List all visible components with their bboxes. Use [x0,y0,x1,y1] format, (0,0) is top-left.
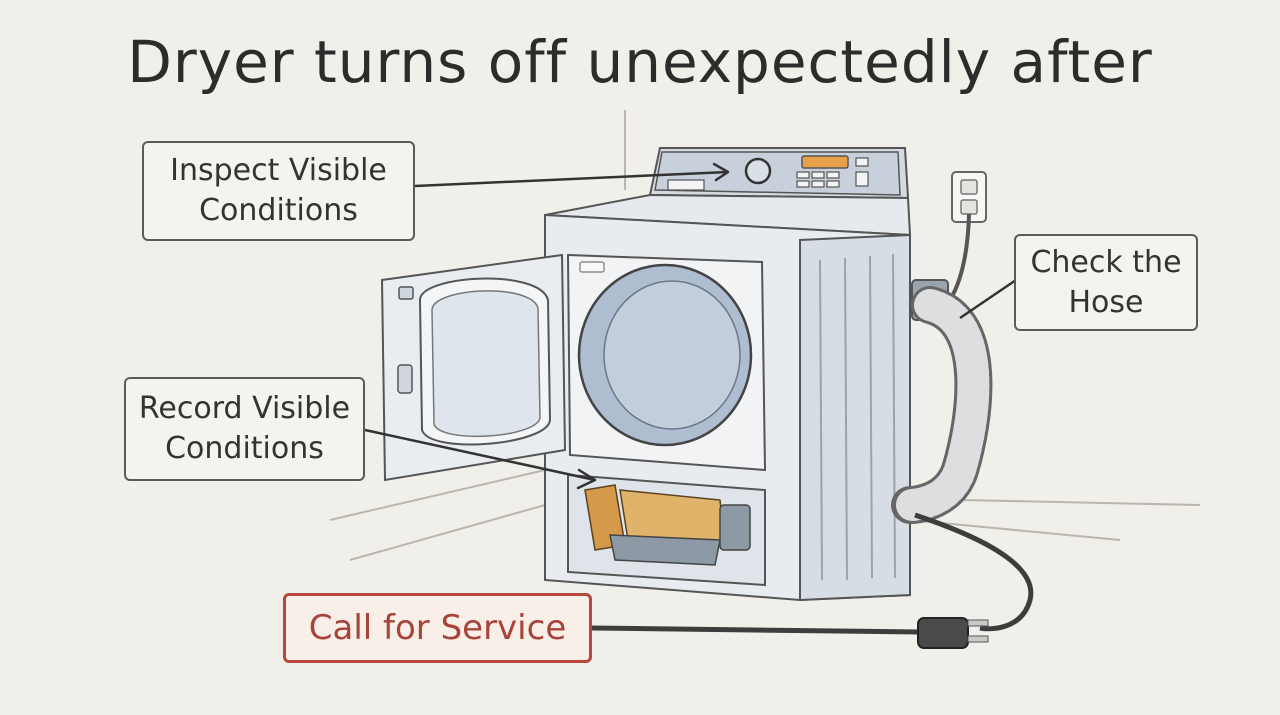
callout-line: Record Visible [138,391,351,426]
heater-access-panel [567,473,766,587]
callout-line: Conditions [199,193,358,228]
callout-line: Call for Service [308,608,567,648]
callout-record-visible-conditions: Record Visible Conditions [124,377,365,481]
callout-line: Inspect Visible [170,153,387,188]
callout-check-the-hose: Check the Hose [1014,234,1198,331]
callout-line: Check the [1030,244,1182,280]
page-title: Dryer turns off unexpectedly after [127,28,1153,96]
leader-lines [364,162,1017,490]
callout-line: Conditions [165,431,324,466]
power-cord [591,512,1034,649]
wall-outlet [948,171,987,302]
control-panel [654,151,901,196]
exhaust-hose [891,279,993,524]
open-door [380,253,567,482]
callout-inspect-visible-conditions: Inspect Visible Conditions [142,141,415,241]
dryer-drum [566,253,767,472]
callout-line: Hose [1068,284,1144,320]
callout-call-for-service: Call for Service [283,593,592,663]
